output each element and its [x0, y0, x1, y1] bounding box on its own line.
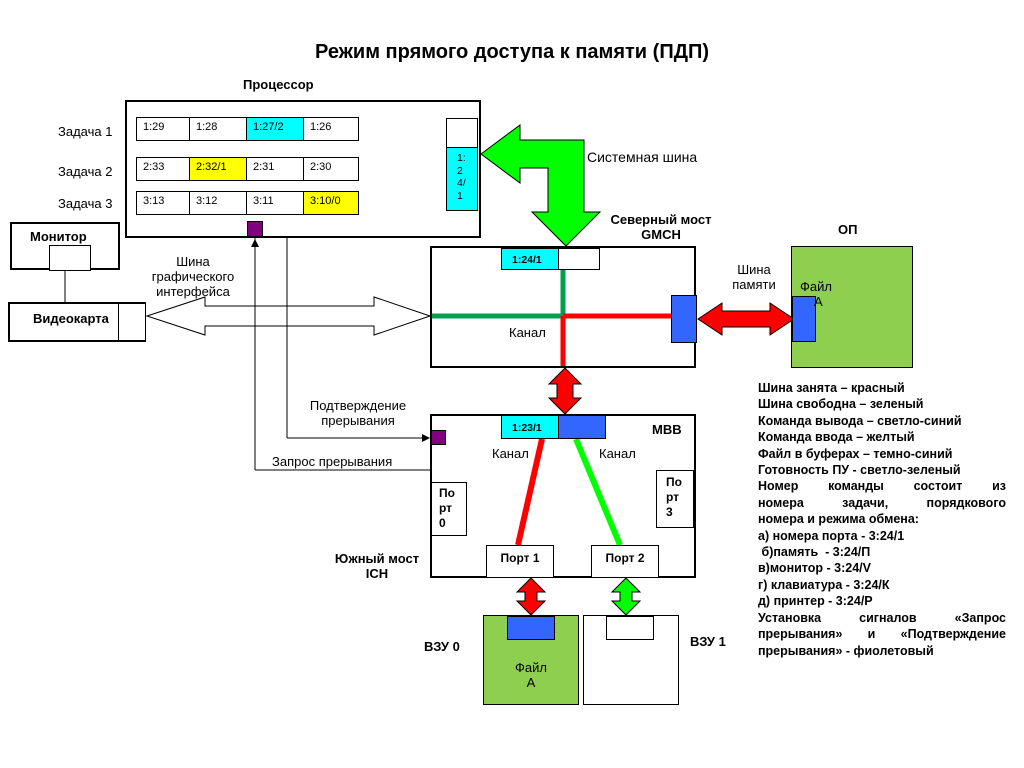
- page-title: Режим прямого доступа к памяти (ПДП): [315, 41, 709, 63]
- vzu1-buffer: [606, 616, 654, 640]
- north-bridge-channel-label: Канал: [509, 325, 546, 340]
- task-cell: 2:33: [136, 157, 190, 181]
- vzu0-label: ВЗУ 0: [424, 639, 460, 654]
- port1-vzu0-arrow: [515, 577, 547, 616]
- north-bridge-file-buffer: [671, 295, 697, 343]
- legend-line: г) клавиатура - 3:24/К: [758, 577, 890, 592]
- task2-label: Задача 2: [58, 164, 113, 179]
- mvv-label: МВВ: [652, 422, 682, 437]
- north-bridge-label: Северный мост GMCH: [610, 212, 712, 242]
- irq-request-label: Запрос прерывания: [272, 454, 393, 469]
- legend-line: д) принтер - 3:24/Р: [758, 594, 873, 609]
- vzu0-file-buffer: [507, 616, 555, 640]
- legend-line: прерывания» - фиолетовый: [758, 643, 934, 658]
- legend-line: Номер команды состоит из: [758, 479, 1006, 494]
- task-cell-input-command: 3:10/0: [303, 191, 359, 215]
- task-cell-input-command: 2:32/1: [189, 157, 247, 181]
- legend-line: Файл в буферах – темно-синий: [758, 446, 953, 461]
- graphics-bus-label: Шина графического интерфейса: [151, 254, 235, 299]
- processor-label: Процессор: [243, 77, 314, 92]
- port0-box: По рт 0: [431, 482, 467, 536]
- legend-line: Команда ввода – желтый: [758, 430, 915, 445]
- legend-line: Шина свободна – зеленый: [758, 397, 924, 412]
- task-cell: 1:28: [189, 117, 247, 141]
- videocard-label: Видеокарта: [33, 311, 109, 326]
- legend-line: в)монитор - 3:24/V: [758, 561, 871, 576]
- op-file-label: Файл А: [800, 279, 832, 309]
- south-bridge-channel-left-label: Канал: [492, 446, 529, 461]
- task-cell: 1:26: [303, 117, 359, 141]
- task1-label: Задача 1: [58, 124, 113, 139]
- vzu0-file-label: Файл А: [515, 660, 547, 690]
- legend-line: б)память - 3:24/П: [758, 545, 871, 560]
- legend-line: а) номера порта - 3:24/1: [758, 528, 905, 543]
- legend: Шина занята – красный Шина свободна – зе…: [758, 380, 1006, 659]
- sb-channel-red: [515, 438, 545, 546]
- bridge-link-arrow: [547, 367, 583, 415]
- sb-channel-green: [573, 437, 623, 547]
- legend-line: прерывания» и «Подтверждение: [758, 627, 1006, 642]
- irq-ack-label: Подтверждение прерывания: [309, 398, 407, 428]
- task-cell: 1:29: [136, 117, 190, 141]
- south-bridge-label: Южный мост ICH: [334, 551, 420, 581]
- legend-line: номера и режима обмена:: [758, 512, 919, 527]
- op-file-buffer: [792, 296, 816, 342]
- task-cell: 2:31: [246, 157, 304, 181]
- system-bus-arrow: [480, 124, 602, 247]
- legend-line: Готовность ПУ - светло-зеленый: [758, 463, 961, 478]
- processor-buffer-command: 1: 2 4/ 1: [446, 147, 478, 211]
- op-label: ОП: [838, 222, 858, 237]
- task-cell-output-command: 1:27/2: [246, 117, 304, 141]
- task-cell: 3:11: [246, 191, 304, 215]
- legend-line: Установка сигналов «Запрос: [758, 610, 1006, 625]
- legend-line: Команда вывода – светло-синий: [758, 413, 962, 428]
- port3-box: По рт 3: [656, 470, 694, 528]
- south-bridge-file-buffer: [558, 415, 606, 439]
- north-bridge-buffer-empty: [558, 248, 600, 270]
- port2-vzu1-arrow: [610, 577, 642, 616]
- north-bridge-buffer-command: 1:24/1: [501, 248, 559, 270]
- task3-label: Задача 3: [58, 196, 113, 211]
- task-cell: 3:12: [189, 191, 247, 215]
- videocard-buffer: [118, 304, 145, 340]
- south-bridge-buffer-command: 1:23/1: [501, 415, 559, 439]
- memory-bus-label: Шина памяти: [732, 262, 776, 292]
- task-cell: 2:30: [303, 157, 359, 181]
- monitor-label: Монитор: [30, 229, 87, 244]
- south-bridge-channel-right-label: Канал: [599, 446, 636, 461]
- system-bus-label: Системная шина: [587, 149, 698, 165]
- monitor-screen: [49, 245, 91, 271]
- processor-interrupt-indicator: [247, 221, 263, 237]
- memory-bus-arrow: [697, 302, 795, 336]
- processor-buffer-empty: [446, 118, 478, 148]
- port2-box: Порт 2: [591, 545, 659, 578]
- south-bridge-interrupt-indicator: [431, 430, 446, 445]
- vzu1-label: ВЗУ 1: [690, 634, 726, 649]
- graphics-bus-arrow: [145, 296, 432, 336]
- task-cell: 3:13: [136, 191, 190, 215]
- port1-box: Порт 1: [486, 545, 554, 578]
- legend-line: Шина занята – красный: [758, 381, 905, 395]
- legend-line: номера задачи, порядкового: [758, 495, 1006, 510]
